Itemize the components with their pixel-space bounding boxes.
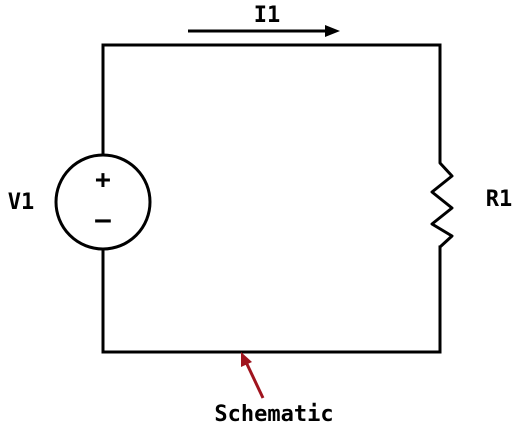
source-minus-sign: –: [95, 205, 111, 235]
current-arrow-head: [325, 25, 340, 37]
source-plus-sign: +: [95, 165, 111, 195]
voltage-source-v1: [54, 153, 152, 251]
resistor-label: R1: [486, 187, 513, 212]
source-label: V1: [8, 190, 35, 215]
current-label: I1: [254, 3, 281, 28]
annotation-arrow-shaft: [244, 361, 265, 399]
schematic-annotation-label: Schematic: [214, 402, 333, 427]
annotation-arrow-head: [241, 352, 252, 367]
wire-bottom: [101, 245, 442, 354]
resistor-r1: [430, 155, 454, 249]
wire-top-left: [101, 43, 442, 157]
